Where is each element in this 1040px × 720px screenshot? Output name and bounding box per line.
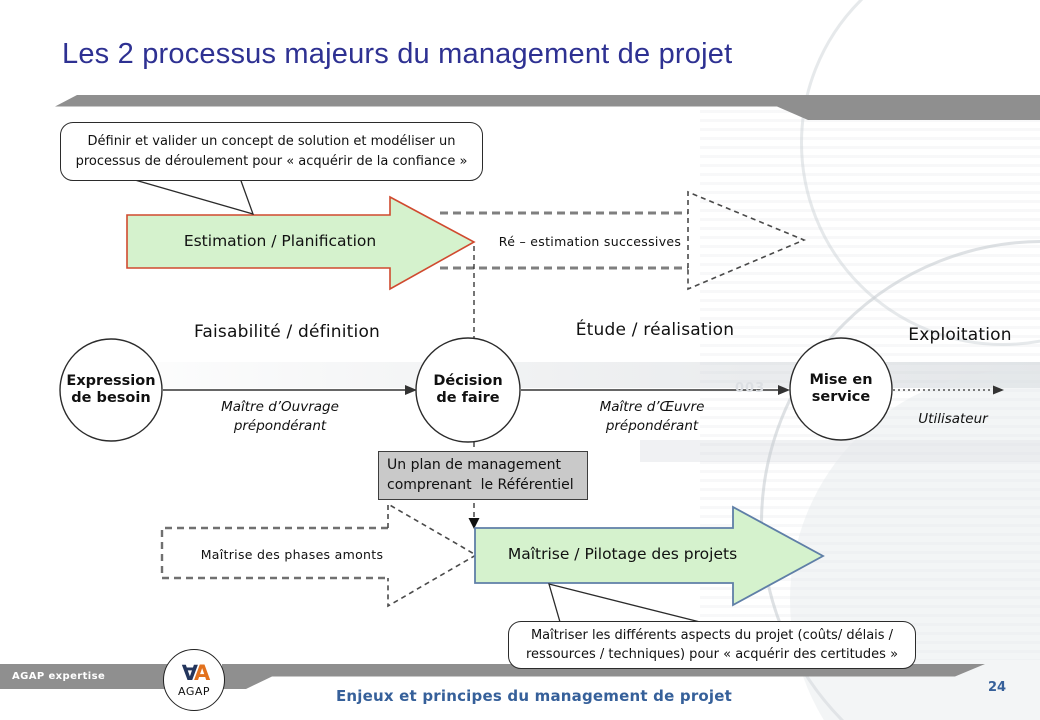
- phases-amonts-label: Maîtrise des phases amonts: [200, 547, 384, 562]
- footer-band: [222, 664, 985, 689]
- maitriser-callout: Maîtriser les différents aspects du proj…: [508, 621, 916, 669]
- actor-maitre-oeuvre: Maître d’Œuvre prépondérant: [599, 399, 705, 434]
- top-divider-bar: [55, 95, 1040, 120]
- bottom-callout-tail: [548, 583, 701, 623]
- agap-logo: ∀A AGAP: [163, 649, 225, 711]
- milestone-decision-faire: Décision de faire: [433, 372, 503, 406]
- pilotage-arrow-shape: [474, 505, 825, 607]
- actor-maitre-ouvrage: Maître d’Ouvrage prépondérant: [221, 399, 339, 434]
- actor-utilisateur: Utilisateur: [918, 411, 988, 427]
- definition-callout: Définir et valider un concept de solutio…: [60, 122, 483, 181]
- milestone-mise-en-service: Mise en service: [809, 371, 873, 405]
- timeline-arrows: [163, 385, 1004, 395]
- estimation-arrow-label: Estimation / Planification: [183, 232, 377, 250]
- phases-amonts-dashed-arrow: [160, 502, 478, 608]
- estimation-arrow-shape: [126, 195, 476, 291]
- slide-title: Les 2 processus majeurs du management de…: [62, 38, 733, 70]
- agap-monogram-icon: ∀A: [181, 660, 211, 685]
- phase-faisabilite: Faisabilité / définition: [193, 322, 381, 342]
- re-estimation-dashed-arrow: [440, 190, 807, 291]
- re-estimation-label: Ré – estimation successives: [498, 234, 682, 249]
- page-number: 24: [988, 680, 1007, 695]
- footer-title: Enjeux et principes du management de pro…: [335, 687, 733, 705]
- milestone-expression-besoin: Expression de besoin: [66, 372, 156, 406]
- agap-logo-text: AGAP: [177, 684, 210, 698]
- management-plan-box: Un plan de management comprenant le Réfé…: [378, 451, 588, 500]
- background-watermark-text: 003: [735, 381, 766, 396]
- phase-exploitation: Exploitation: [908, 325, 1012, 345]
- milestone-circles: [59, 337, 893, 443]
- brand-expertise-badge: AGAP expertise: [0, 664, 172, 689]
- pilotage-arrow-label: Maîtrise / Pilotage des projets: [507, 545, 738, 563]
- top-callout-tail: [127, 177, 255, 215]
- phase-etude: Étude / réalisation: [575, 320, 735, 340]
